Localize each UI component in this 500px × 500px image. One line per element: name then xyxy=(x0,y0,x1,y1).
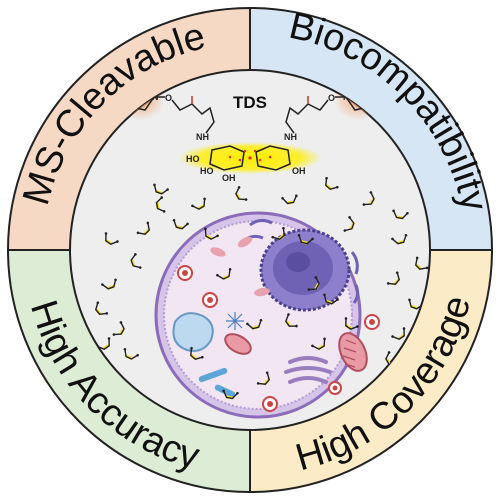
crosslinker-icon xyxy=(191,197,206,210)
sugar-ring-left xyxy=(209,145,245,171)
vesicle-group xyxy=(210,236,270,297)
crosslinker-icon xyxy=(297,233,314,245)
crosslinker-icon xyxy=(325,176,339,191)
crosslinker-icon xyxy=(271,226,285,241)
linker-chain-right xyxy=(285,99,329,134)
atom-o-right: O xyxy=(328,93,335,103)
vacuole xyxy=(172,312,214,352)
sugar-ring-right xyxy=(255,145,291,171)
crosslinker-icon xyxy=(343,216,355,232)
crosslinker-icon xyxy=(104,232,119,245)
crosslinker-icon xyxy=(285,313,298,328)
crosslinker-icon xyxy=(123,348,139,360)
crosslinker-icon xyxy=(323,293,339,305)
atom-ho-2: HO xyxy=(200,166,214,176)
crosslinker-icon xyxy=(222,389,239,400)
golgi-icon xyxy=(284,356,332,384)
crosslinker-icon xyxy=(307,276,320,291)
crosslinker-icon xyxy=(344,317,359,330)
crosslinker-icon xyxy=(281,194,298,205)
crosslinker-icon xyxy=(216,268,232,280)
lysosome-group xyxy=(177,265,380,412)
centrosome-icon xyxy=(226,312,244,330)
crosslinker-icon xyxy=(101,278,117,290)
crosslinker-icon xyxy=(311,337,326,350)
atom-oh-1: OH xyxy=(222,173,236,183)
crosslinker-icon xyxy=(112,321,125,336)
crosslinker-icon xyxy=(155,196,166,213)
crosslinker-icon xyxy=(136,221,151,236)
atom-oh-2: OH xyxy=(292,166,306,176)
crosslinker-icon xyxy=(204,227,219,240)
nucleus-icon xyxy=(259,228,351,312)
crosslinker-icon xyxy=(392,209,409,220)
rod-2 xyxy=(214,384,236,398)
crosslinker-icon xyxy=(153,183,169,195)
crosslinker-icon xyxy=(130,253,142,269)
mitochondrion-icon xyxy=(338,332,368,372)
crosslinker-icon xyxy=(362,191,375,206)
crosslinker-icon xyxy=(391,327,406,340)
crosslinker-icon xyxy=(256,371,271,385)
mitochondrion-icon xyxy=(224,333,252,355)
atom-o-left: O xyxy=(165,93,172,103)
atom-nh-right: NH xyxy=(284,132,297,142)
molecule-title: TDS xyxy=(233,93,267,112)
crosslinker-icon xyxy=(386,271,401,285)
atom-n-left: N xyxy=(152,92,159,102)
cell-icon xyxy=(154,211,380,419)
atom-ho-1: HO xyxy=(186,154,200,164)
crosslinker-icon xyxy=(235,186,248,201)
atom-nh-left: NH xyxy=(196,132,209,142)
crosslinker-icon xyxy=(391,233,408,245)
crosslinker-icon xyxy=(414,256,429,271)
crosslinker-icon xyxy=(94,301,109,315)
crosslinker-icon xyxy=(190,346,204,361)
crosslinker-icon xyxy=(408,298,424,310)
linker-chain-left xyxy=(171,99,215,134)
rod-1 xyxy=(198,367,228,383)
